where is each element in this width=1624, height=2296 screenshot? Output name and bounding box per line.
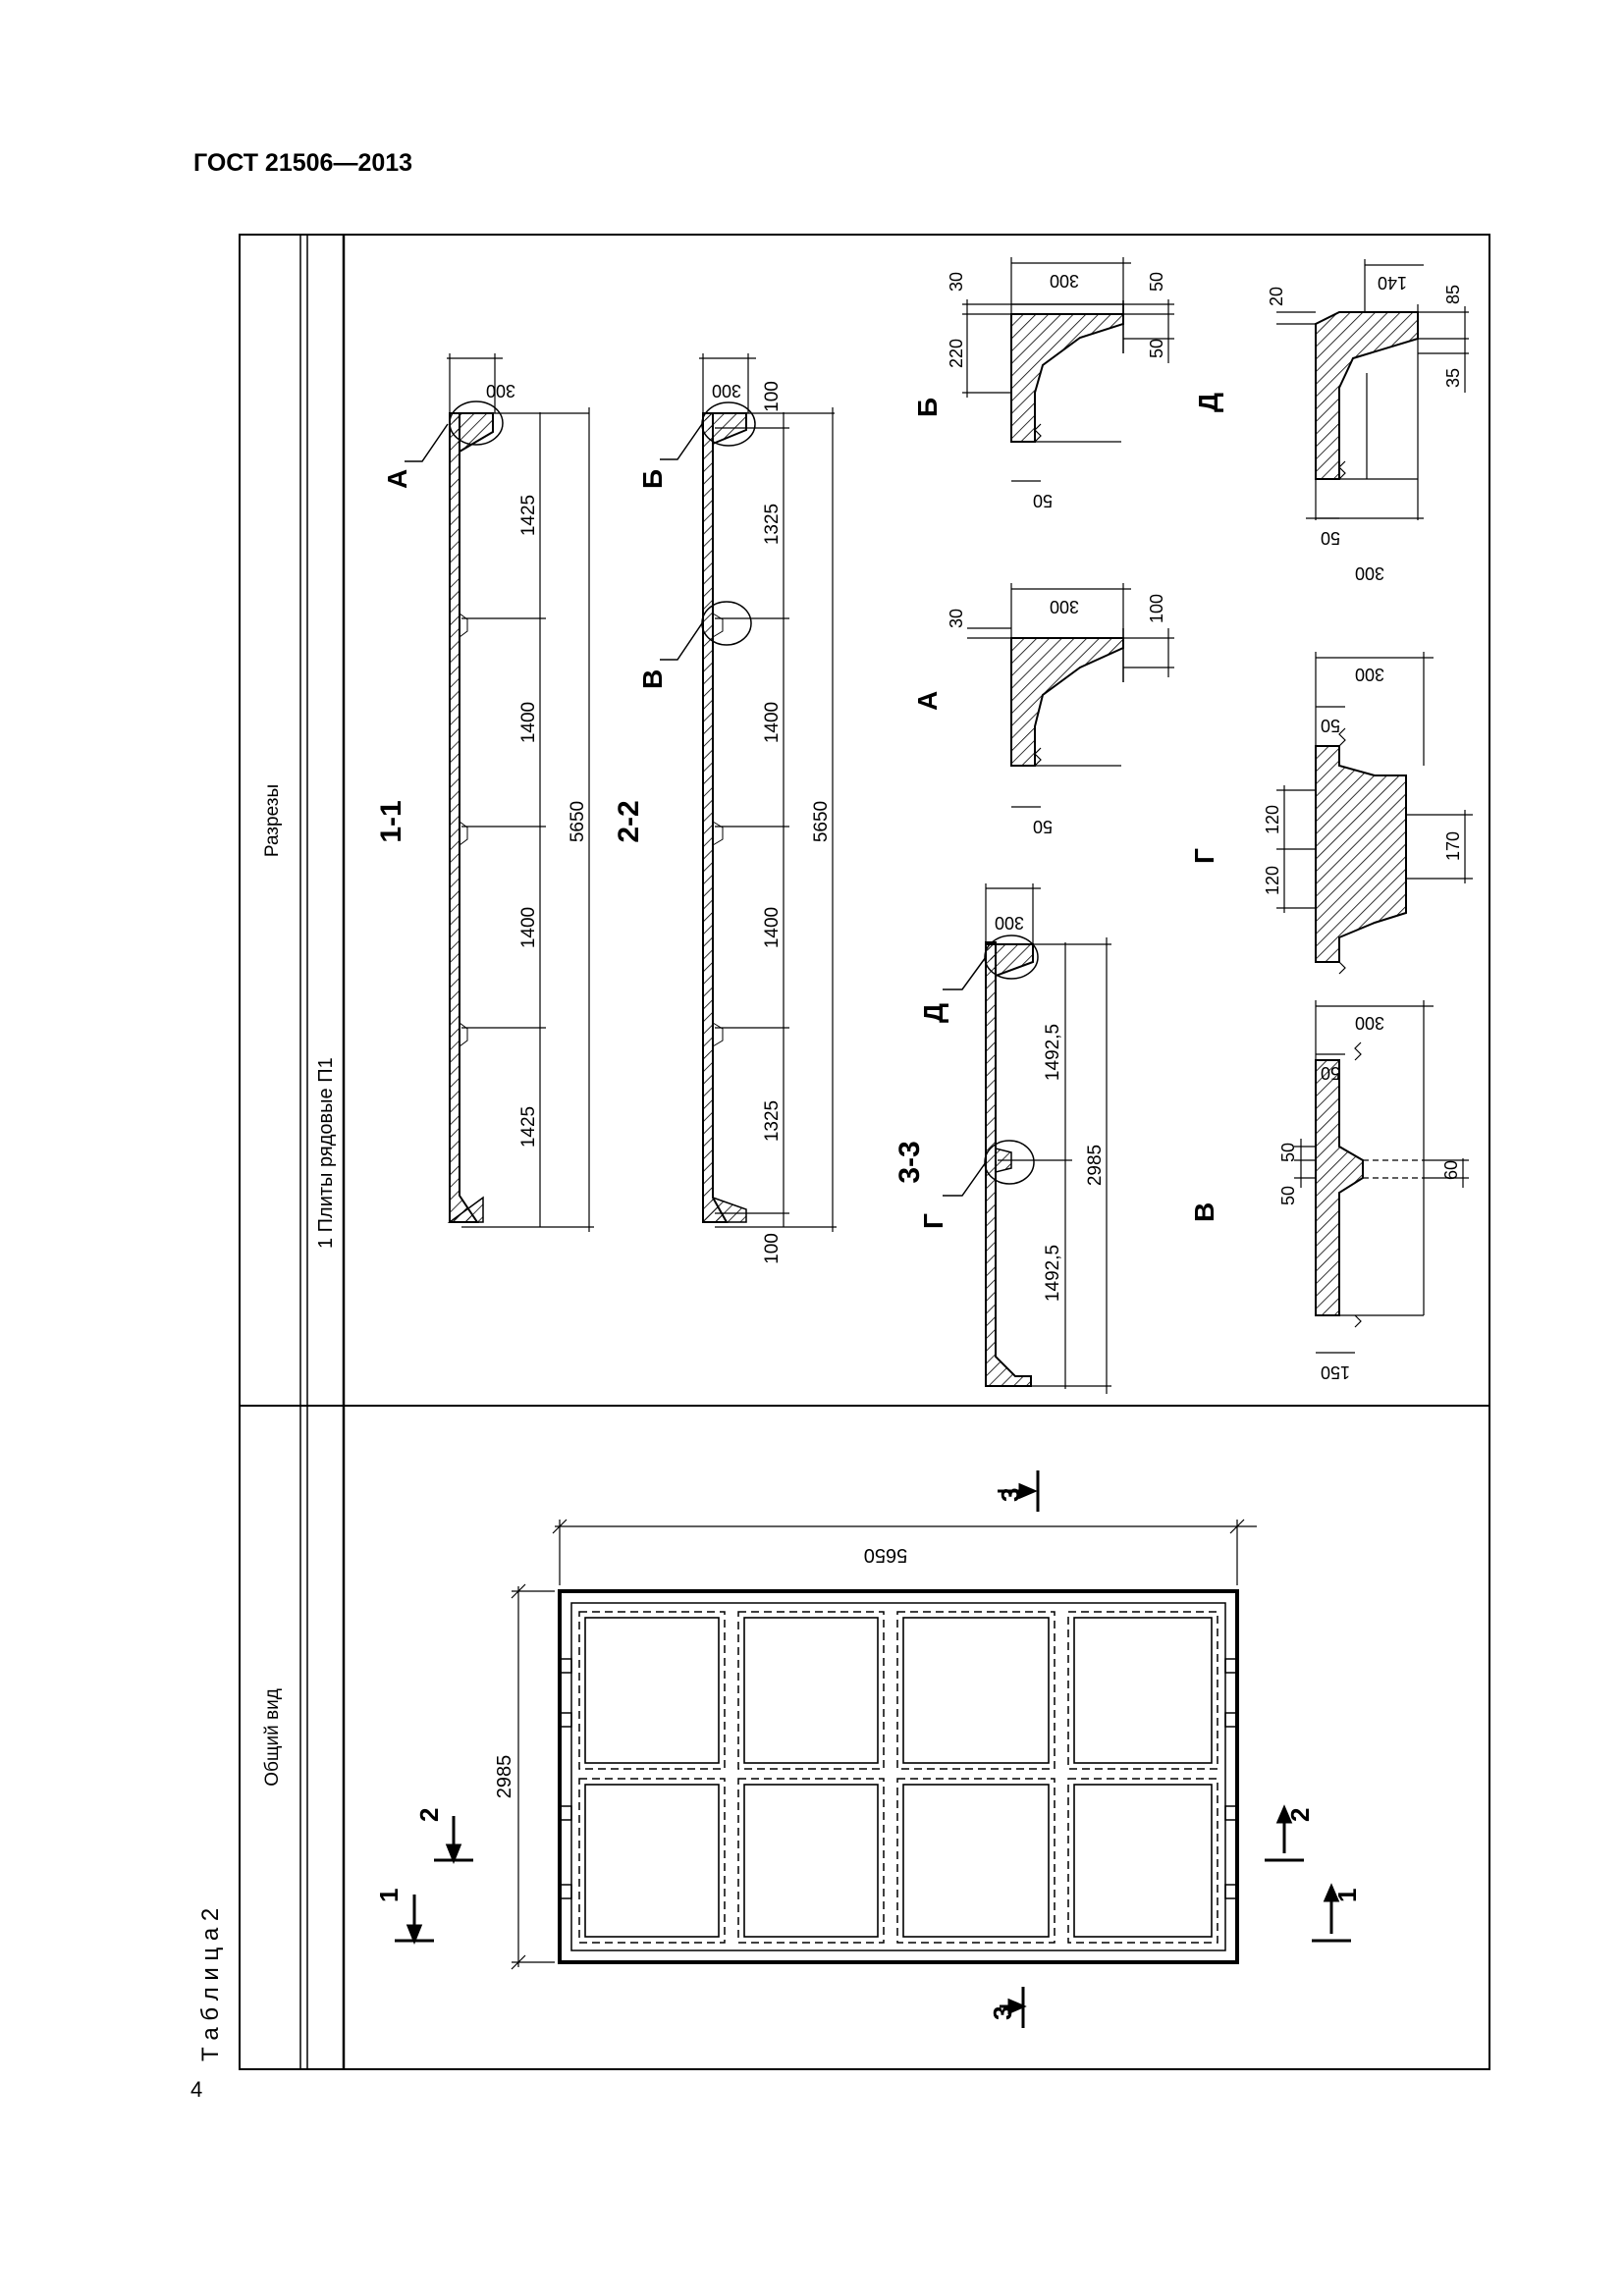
section-2-2-span-d: 1325 xyxy=(762,1100,783,1142)
column-header-sections: Разрезы xyxy=(262,784,283,857)
section-1-1-title: 1-1 xyxy=(375,800,407,842)
detail-g-dim-300: 300 xyxy=(1355,665,1384,684)
cut-label-2-right: 2 xyxy=(1285,1808,1315,1822)
detail-g-dim-50: 50 xyxy=(1321,716,1340,735)
detail-g-dim-120-bottom: 120 xyxy=(1263,866,1282,895)
detail-b-dim-50-mid: 50 xyxy=(1147,339,1166,358)
section-1-1-span-d: 1425 xyxy=(518,1106,539,1148)
section-1-1-total: 5650 xyxy=(568,801,588,842)
detail-v-dim-50-left: 50 xyxy=(1278,1186,1298,1205)
section-3-3-span-b: 1492,5 xyxy=(1043,1245,1063,1302)
section-3-3-total: 2985 xyxy=(1085,1145,1106,1186)
section-2-2-height: 300 xyxy=(712,381,741,400)
page-number: 4 xyxy=(190,2077,203,2102)
cut-label-3-top: 3 xyxy=(996,1488,1025,1502)
section-3-3-callout-g: Г xyxy=(918,1213,948,1229)
detail-b xyxy=(962,257,1174,482)
detail-b-dim-50-top: 50 xyxy=(1147,272,1166,292)
detail-g-dim-120-top: 120 xyxy=(1263,805,1282,834)
section-3-3-callout-d: Д xyxy=(918,1003,948,1023)
detail-v-dim-300: 300 xyxy=(1355,1013,1384,1033)
plan-dimension-width: 2985 xyxy=(494,1755,515,1799)
detail-a-label: А xyxy=(912,691,943,711)
detail-v-dim-50-top: 50 xyxy=(1321,1063,1340,1083)
detail-a-dim-30: 30 xyxy=(947,609,966,628)
detail-d-dim-300: 300 xyxy=(1355,563,1384,583)
section-3-3 xyxy=(943,883,1111,1394)
section-2-2-callout-b: Б xyxy=(637,469,668,489)
section-2-2 xyxy=(660,353,837,1232)
detail-d-dim-140: 140 xyxy=(1378,273,1407,293)
section-2-2-offset-top: 100 xyxy=(762,381,783,412)
detail-a-dim-50: 50 xyxy=(1033,817,1053,836)
section-2-2-span-b: 1400 xyxy=(762,702,783,743)
section-2-2-total: 5650 xyxy=(811,801,832,842)
detail-d-dim-50: 50 xyxy=(1321,528,1340,548)
detail-g-dim-170: 170 xyxy=(1443,831,1463,861)
section-3-3-title: 3-3 xyxy=(893,1141,926,1183)
detail-b-label: Б xyxy=(912,398,943,417)
cut-label-1-right: 1 xyxy=(1332,1889,1362,1902)
detail-v-label: В xyxy=(1189,1202,1219,1222)
detail-d xyxy=(1276,259,1469,520)
section-2-2-span-a: 1325 xyxy=(762,504,783,545)
section-2-2-offset-bottom: 100 xyxy=(762,1233,783,1264)
column-header-general-view: Общий вид xyxy=(262,1688,283,1787)
table-frame xyxy=(239,234,1490,2070)
row-label-p1: 1 Плиты рядовые П1 xyxy=(315,1057,337,1249)
detail-d-dim-85: 85 xyxy=(1443,285,1463,304)
detail-g xyxy=(1276,652,1473,975)
plan-dimension-length: 5650 xyxy=(864,1544,908,1566)
detail-a-dim-100: 100 xyxy=(1147,594,1166,623)
cut-markers xyxy=(395,1470,1351,2028)
plan-view xyxy=(558,1589,1239,1964)
section-2-2-callout-v: В xyxy=(637,669,668,689)
section-1-1-span-c: 1400 xyxy=(518,907,539,948)
detail-b-dim-50-bottom: 50 xyxy=(1033,491,1053,510)
detail-a-dim-300: 300 xyxy=(1050,597,1079,616)
detail-v xyxy=(1294,1000,1469,1354)
document-header: ГОСТ 21506—2013 xyxy=(193,149,413,177)
detail-b-dim-300: 300 xyxy=(1050,271,1079,291)
detail-v-dim-60: 60 xyxy=(1441,1160,1461,1180)
section-1-1 xyxy=(405,353,594,1232)
section-1-1-callout: А xyxy=(382,469,412,489)
detail-d-dim-20: 20 xyxy=(1267,287,1286,306)
section-2-2-span-c: 1400 xyxy=(762,907,783,948)
detail-d-dim-35: 35 xyxy=(1443,368,1463,388)
table-caption: Т а б л и ц а 2 xyxy=(197,1908,224,2061)
section-1-1-height: 300 xyxy=(486,381,515,400)
detail-d-label: Д xyxy=(1193,393,1223,412)
plan-dimensions xyxy=(511,1519,1257,1970)
detail-g-label: Г xyxy=(1189,848,1219,864)
cut-label-2-left: 2 xyxy=(414,1808,444,1822)
section-3-3-span-a: 1492,5 xyxy=(1043,1024,1063,1081)
section-3-3-height: 300 xyxy=(995,913,1024,933)
cut-label-1-left: 1 xyxy=(374,1889,404,1902)
detail-v-dim-150: 150 xyxy=(1321,1362,1350,1382)
detail-a xyxy=(967,583,1174,808)
section-2-2-title: 2-2 xyxy=(613,800,645,842)
cut-label-3-bottom: 3 xyxy=(988,2006,1017,2020)
detail-b-dim-30: 30 xyxy=(947,272,966,292)
section-1-1-span-a: 1425 xyxy=(518,495,539,536)
detail-v-dim-50-right: 50 xyxy=(1278,1143,1298,1162)
section-1-1-span-b: 1400 xyxy=(518,702,539,743)
detail-b-dim-220: 220 xyxy=(947,339,966,368)
